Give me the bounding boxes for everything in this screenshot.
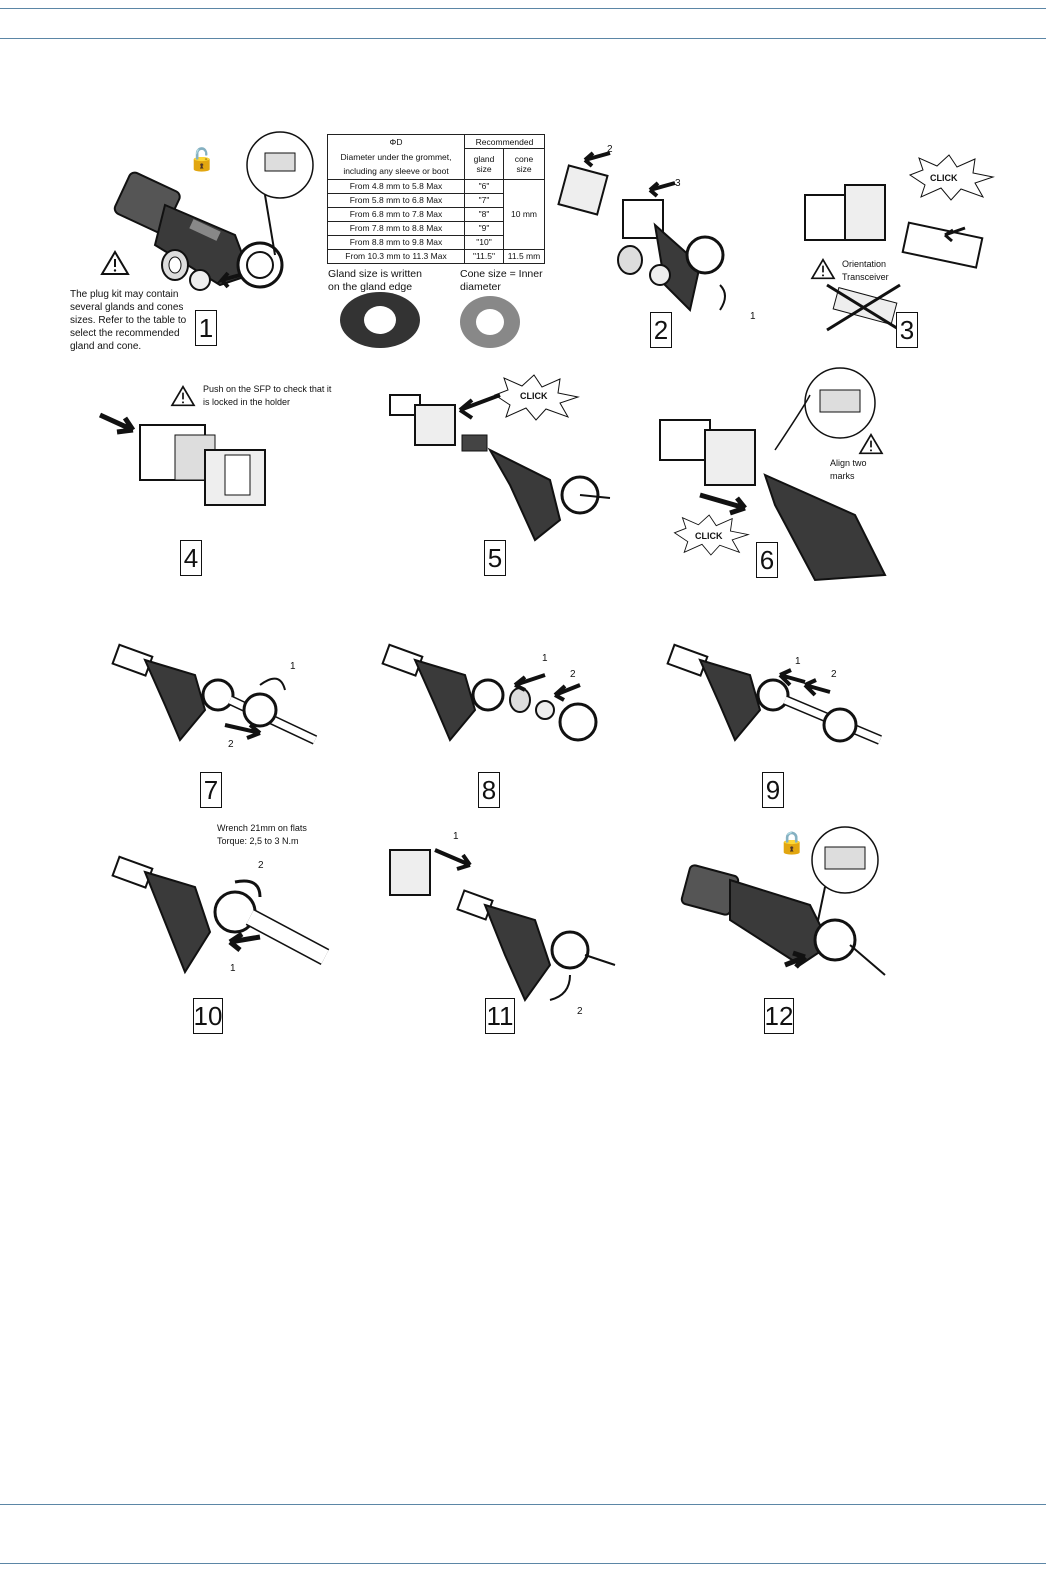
arrow-label: 2	[228, 739, 234, 750]
step-number: 3	[896, 312, 918, 348]
header-rule-bottom	[0, 38, 1046, 39]
lock-illustration	[680, 826, 886, 976]
step-2-panel: 2 3 1	[545, 135, 756, 335]
col2b-header: cone size	[503, 148, 545, 180]
connector-illustration	[113, 131, 314, 291]
step-number: 9	[762, 772, 784, 808]
step-8-panel: 1 2	[380, 630, 610, 760]
warning-icon	[810, 258, 836, 280]
click-burst	[673, 514, 750, 556]
row-range: From 7.8 mm to 8.8 Max	[327, 220, 465, 236]
arrow-label: 1	[750, 311, 756, 322]
click-label: CLICK	[695, 531, 723, 541]
step-number: 8	[478, 772, 500, 808]
plug-insert-illustration	[389, 393, 611, 542]
arrow-label: 1	[230, 963, 236, 974]
arrow-label: 2	[570, 669, 576, 680]
footer-rule-top	[0, 1504, 1046, 1505]
wrench-note: Wrench 21mm on flats	[217, 823, 307, 833]
arrow-label: 1	[290, 661, 296, 672]
step-10-panel: Wrench 21mm on flats Torque: 2,5 to 3 N.…	[110, 822, 330, 987]
step-1-panel: 🔓	[60, 125, 314, 355]
sfp-push-illustration	[98, 412, 266, 506]
gland-size-caption: Gland size is written on the gland edge	[328, 268, 422, 293]
warning-icon	[100, 250, 130, 275]
step-number: 7	[200, 772, 222, 808]
arrow-label: 2	[831, 669, 837, 680]
arrow-label: 2	[577, 1006, 583, 1017]
row-gland: "10"	[464, 234, 504, 250]
arrow-label: 1	[453, 831, 459, 842]
disassembly-illustration	[557, 151, 726, 312]
sfp-holder	[804, 184, 984, 332]
warning-icon	[170, 385, 196, 407]
row-range: From 6.8 mm to 7.8 Max	[327, 206, 465, 222]
step-12-panel: 🔒	[680, 825, 890, 985]
step-9-panel: 1 2	[665, 630, 895, 760]
step-number: 5	[484, 540, 506, 576]
step-7-panel: 1 2	[110, 630, 325, 760]
row-range: From 5.8 mm to 6.8 Max	[327, 192, 465, 208]
step-number: 1	[195, 310, 217, 346]
arrow-label: 1	[542, 653, 548, 664]
click-burst	[908, 154, 995, 201]
row-gland: "7"	[464, 192, 504, 208]
gland-seat-illustration	[666, 643, 882, 745]
step-number: 4	[180, 540, 202, 576]
warning-icon	[858, 433, 884, 455]
arrow-label: 2	[607, 144, 613, 155]
col2a-header: gland size	[464, 148, 504, 180]
click-label: CLICK	[520, 391, 548, 401]
row-range: From 4.8 mm to 5.8 Max	[327, 178, 465, 194]
gland-image	[340, 292, 420, 348]
gland-insert-illustration	[381, 643, 598, 742]
arrow-label: 3	[675, 178, 681, 189]
push-sfp-note: Push on the SFP to check that it is lock…	[203, 384, 332, 407]
orientation-note: Orientation Transceiver	[842, 259, 889, 282]
arrow-label: 1	[795, 656, 801, 667]
cone-merged: 10 mm	[503, 178, 545, 250]
col2-header: Recommended	[464, 134, 545, 149]
col1-header: ΦD	[327, 134, 465, 149]
arrow-label: 2	[258, 860, 264, 871]
click-burst	[493, 374, 580, 421]
row-range: From 8.8 mm to 9.8 Max	[327, 234, 465, 250]
step-number: 6	[756, 542, 778, 578]
row-gland: "8"	[464, 206, 504, 222]
row-gland: "11.5"	[464, 248, 504, 264]
row-range: From 10.3 mm to 11.3 Max	[327, 248, 465, 264]
step-number: 12	[764, 998, 794, 1034]
step1-note: The plug kit may contain several glands …	[70, 289, 187, 352]
unlock-icon: 🔓	[188, 147, 216, 172]
step-number: 10	[193, 998, 223, 1034]
step-6-panel: Align two marks CLICK	[655, 365, 887, 585]
step-3-panel: CLICK Orientation Transceiver	[795, 150, 1010, 350]
cone-last: 11.5 mm	[503, 248, 545, 264]
step-number: 2	[650, 312, 672, 348]
step-4-panel: Push on the SFP to check that it is lock…	[95, 380, 335, 515]
col1-subheader: Diameter under the grommet, including an…	[327, 148, 465, 180]
cone-size-caption: Cone size = Inner diameter	[460, 268, 543, 293]
align-marks-note: Align two marks	[830, 458, 867, 481]
torque-note: Torque: 2,5 to 3 N.m	[217, 836, 299, 846]
step-number: 11	[485, 998, 515, 1034]
lock-icon: 🔒	[778, 830, 806, 855]
cone-image	[460, 296, 520, 348]
footer-rule-bottom	[0, 1563, 1046, 1564]
step-11-panel: 1 2	[385, 825, 616, 1017]
click-label: CLICK	[930, 173, 958, 183]
nut-tighten-illustration	[111, 855, 330, 975]
row-gland: "9"	[464, 220, 504, 236]
header-rule-top	[0, 8, 1046, 9]
step-5-panel: CLICK	[380, 370, 611, 550]
holder-refit-illustration	[389, 848, 616, 1003]
row-gland: "6"	[464, 178, 504, 194]
locking-illustration	[659, 367, 887, 582]
gland-table: ΦD Recommended Diameter under the gromme…	[327, 134, 545, 264]
nut-loosen-illustration	[111, 643, 318, 745]
